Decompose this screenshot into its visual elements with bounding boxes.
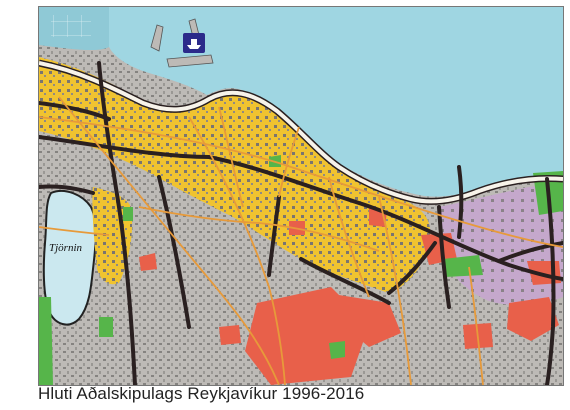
lake-label: Tjörnin <box>49 242 83 254</box>
map-caption: Hluti Aðalskipulags Reykjavíkur 1996-201… <box>38 384 365 403</box>
lake <box>42 189 97 326</box>
harbor-grid <box>51 15 91 37</box>
map-frame[interactable]: Tjörnin <box>38 6 564 386</box>
secondary-roads <box>39 96 563 385</box>
sea <box>109 7 563 197</box>
ferry-icon[interactable] <box>183 33 205 53</box>
central-district-west[interactable] <box>92 187 133 285</box>
planning-map[interactable]: Tjörnin <box>39 7 563 385</box>
institution-areas[interactable] <box>139 207 561 385</box>
main-roads <box>39 61 563 385</box>
coastal-road-fill <box>39 61 563 204</box>
